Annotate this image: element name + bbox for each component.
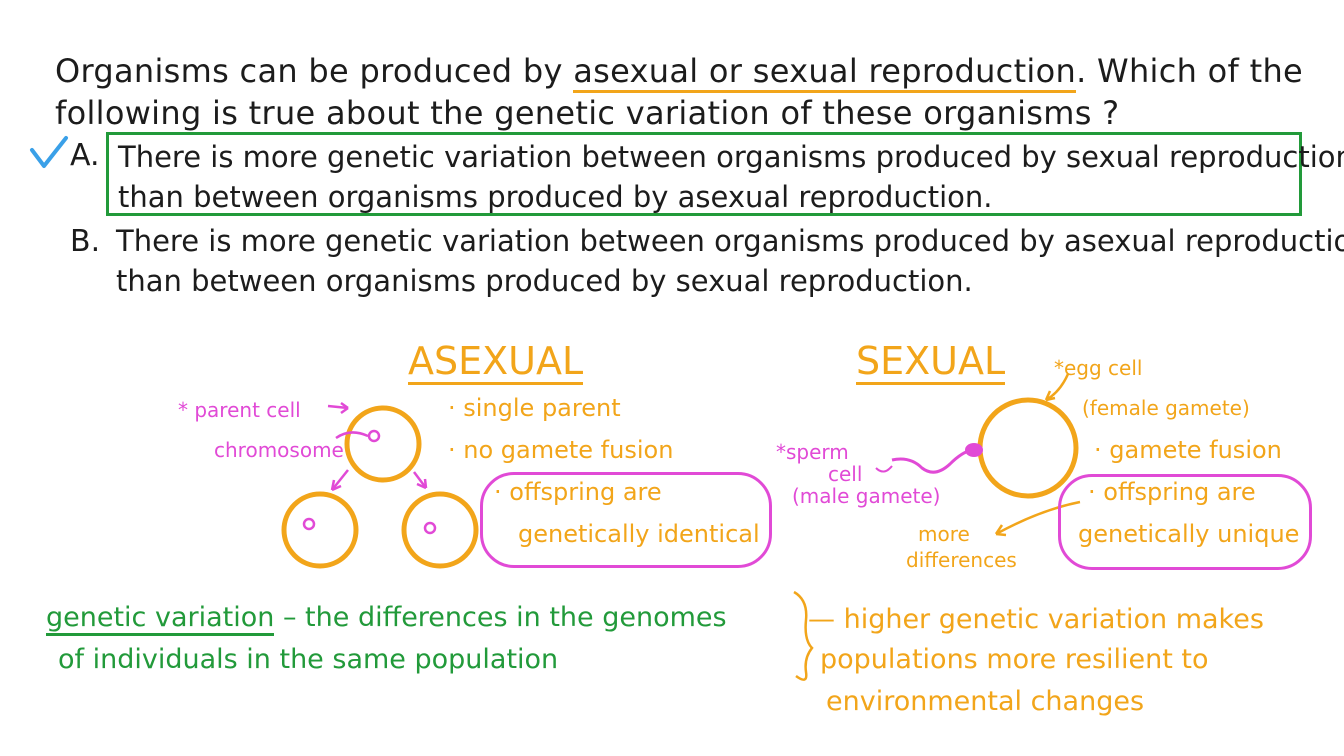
definition-term: genetic variation bbox=[46, 602, 275, 636]
sperm-label-1: *sperm bbox=[776, 440, 849, 464]
parent-cell-label: * parent cell bbox=[178, 398, 301, 422]
sperm-tail bbox=[891, 448, 973, 474]
offspring-cell-circle bbox=[401, 491, 479, 569]
sexual-offspring-pill bbox=[1058, 474, 1312, 570]
asexual-bullet-no-fusion: · no gamete fusion bbox=[448, 436, 674, 464]
sexual-offspring-line-2: genetically unique bbox=[1078, 520, 1300, 548]
conclusion-line-3: environmental changes bbox=[826, 686, 1145, 717]
question-text: Organisms can be produced by bbox=[55, 52, 574, 90]
sperm-head bbox=[965, 443, 983, 457]
definition-text: – the differences in the genomes bbox=[274, 602, 727, 633]
conclusion-line-1: — higher genetic variation makes bbox=[808, 604, 1264, 635]
asexual-offspring-line-2: genetically identical bbox=[518, 520, 760, 548]
conclusion-line-2: populations more resilient to bbox=[820, 644, 1209, 675]
egg-cell-circle bbox=[977, 397, 1079, 499]
definition-line-1: genetic variation – the differences in t… bbox=[46, 602, 727, 636]
sexual-offspring-line-1: · offspring are bbox=[1088, 478, 1256, 506]
sperm-sublabel: (male gamete) bbox=[792, 484, 941, 508]
sperm-label-2: cell bbox=[828, 462, 863, 486]
option-b-letter[interactable]: B. bbox=[70, 224, 101, 259]
asexual-bullet-single-parent: · single parent bbox=[448, 394, 621, 422]
brace bbox=[793, 590, 814, 681]
question-text: of these organisms ? bbox=[769, 94, 1120, 132]
asexual-title: ASEXUAL bbox=[408, 339, 584, 385]
question-text: . Which of the bbox=[1076, 52, 1304, 90]
highlight-genetic-variation: genetic variation bbox=[494, 94, 770, 135]
sexual-title: SEXUAL bbox=[856, 339, 1006, 385]
egg-cell-label: *egg cell bbox=[1054, 356, 1143, 380]
more-differences-line-1: more bbox=[918, 522, 970, 546]
chromosome-dot bbox=[423, 521, 437, 535]
egg-cell-sublabel: (female gamete) bbox=[1082, 396, 1250, 420]
arrow-right bbox=[413, 471, 427, 489]
arrow-left bbox=[331, 469, 349, 491]
chromosome-label: chromosome bbox=[214, 438, 344, 462]
parent-cell-circle bbox=[344, 405, 422, 483]
question-line-1: Organisms can be produced by asexual or … bbox=[55, 52, 1304, 93]
asexual-offspring-line-1: · offspring are bbox=[494, 478, 662, 506]
option-b-line-2: than between organisms produced by sexua… bbox=[116, 264, 973, 298]
option-a-line-2: than between organisms produced by asexu… bbox=[118, 180, 993, 214]
highlight-reproduction: asexual or sexual reproduction bbox=[573, 52, 1077, 93]
offspring-cell-circle bbox=[281, 491, 359, 569]
option-a-line-1: There is more genetic variation between … bbox=[118, 140, 1344, 174]
question-text: following is true about the bbox=[55, 94, 495, 132]
checkmark-icon bbox=[30, 136, 68, 168]
option-a-letter[interactable]: A. bbox=[70, 138, 100, 173]
chromosome-dot bbox=[302, 517, 316, 531]
sexual-bullet-fusion: · gamete fusion bbox=[1094, 436, 1282, 464]
more-differences-line-2: differences bbox=[906, 548, 1017, 572]
definition-line-2: of individuals in the same population bbox=[58, 644, 559, 675]
asexual-offspring-pill bbox=[480, 472, 772, 568]
option-b-line-1: There is more genetic variation between … bbox=[116, 224, 1344, 258]
question-line-2: following is true about the genetic vari… bbox=[55, 94, 1120, 135]
correct-answer-box bbox=[106, 132, 1302, 216]
chromosome-dot bbox=[367, 429, 381, 443]
